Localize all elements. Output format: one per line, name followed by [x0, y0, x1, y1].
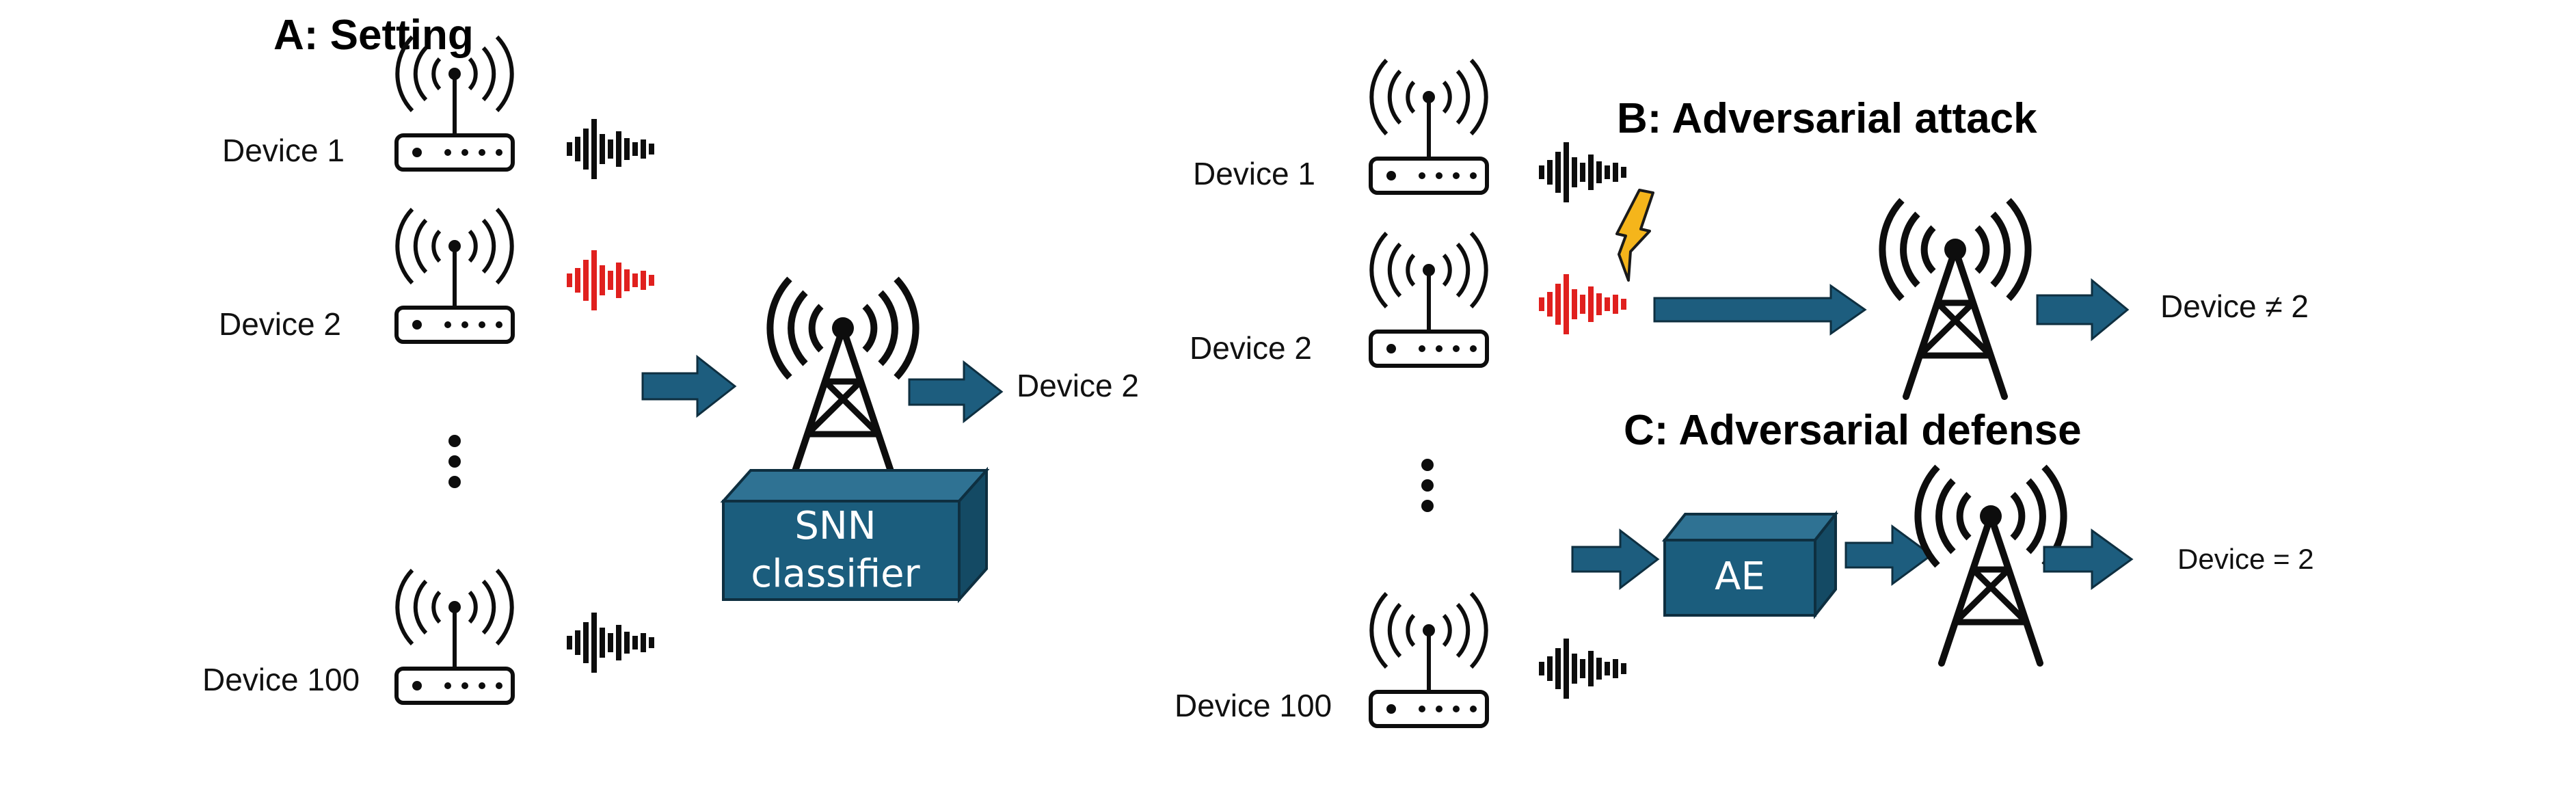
device-label-1: Device 1 — [222, 133, 345, 168]
snn-classifier-box: SNN classifier — [720, 466, 990, 604]
ellipsis-icon — [1421, 459, 1434, 512]
signal-wave-adversarial-icon — [569, 250, 652, 310]
device-label-2: Device 2 — [1190, 330, 1312, 366]
arrow-icon — [908, 360, 1004, 424]
panel-b-title: B: Adversarial attack — [1617, 95, 2037, 142]
router-icon — [1371, 593, 1487, 726]
cell-tower-icon — [770, 279, 915, 475]
lightning-icon — [1615, 189, 1654, 282]
arrow-icon — [2036, 278, 2130, 342]
output-label-setting: Device 2 — [1017, 368, 1139, 403]
panel-setting: A: Setting Device 1 Device 2 Device 100 … — [202, 12, 1139, 703]
device-label-1: Device 1 — [1193, 156, 1315, 191]
panel-attack: B: Adversarial attack Device 1 Device 2 … — [1175, 60, 2309, 726]
arrow-icon — [2043, 528, 2134, 590]
device-label-100: Device 100 — [202, 662, 360, 697]
panel-a-title: A: Setting — [273, 12, 474, 59]
router-icon — [397, 209, 513, 342]
router-icon — [397, 570, 513, 703]
output-label-attack: Device ≠ 2 — [2160, 289, 2309, 324]
device-label-100: Device 100 — [1175, 688, 1332, 723]
ae-box: AE — [1661, 510, 1839, 619]
router-icon — [1371, 60, 1487, 193]
signal-wave-icon — [569, 613, 652, 673]
ellipsis-icon — [448, 435, 461, 488]
arrow-icon — [1844, 524, 1933, 586]
device-label-2: Device 2 — [219, 306, 341, 342]
output-label-defense: Device = 2 — [2177, 543, 2314, 575]
panel-c-title: C: Adversarial defense — [1624, 407, 2082, 454]
signal-wave-icon — [569, 119, 652, 179]
signal-wave-icon — [1542, 142, 1624, 202]
cell-tower-icon — [1882, 200, 2028, 397]
signal-wave-icon — [1542, 639, 1624, 699]
snn-box-line-2: classifier — [751, 552, 920, 596]
panel-defense: C: Adversarial defense AE Device = 2 — [1571, 407, 2314, 663]
router-icon — [1371, 233, 1487, 366]
cell-tower-icon — [1918, 467, 2063, 663]
arrow-icon — [1571, 528, 1660, 591]
ae-box-label: AE — [1715, 554, 1765, 599]
signal-wave-adversarial-icon — [1542, 274, 1624, 334]
snn-box-line-1: SNN — [794, 504, 876, 548]
arrow-icon — [641, 354, 737, 418]
arrow-icon — [1653, 284, 1867, 336]
